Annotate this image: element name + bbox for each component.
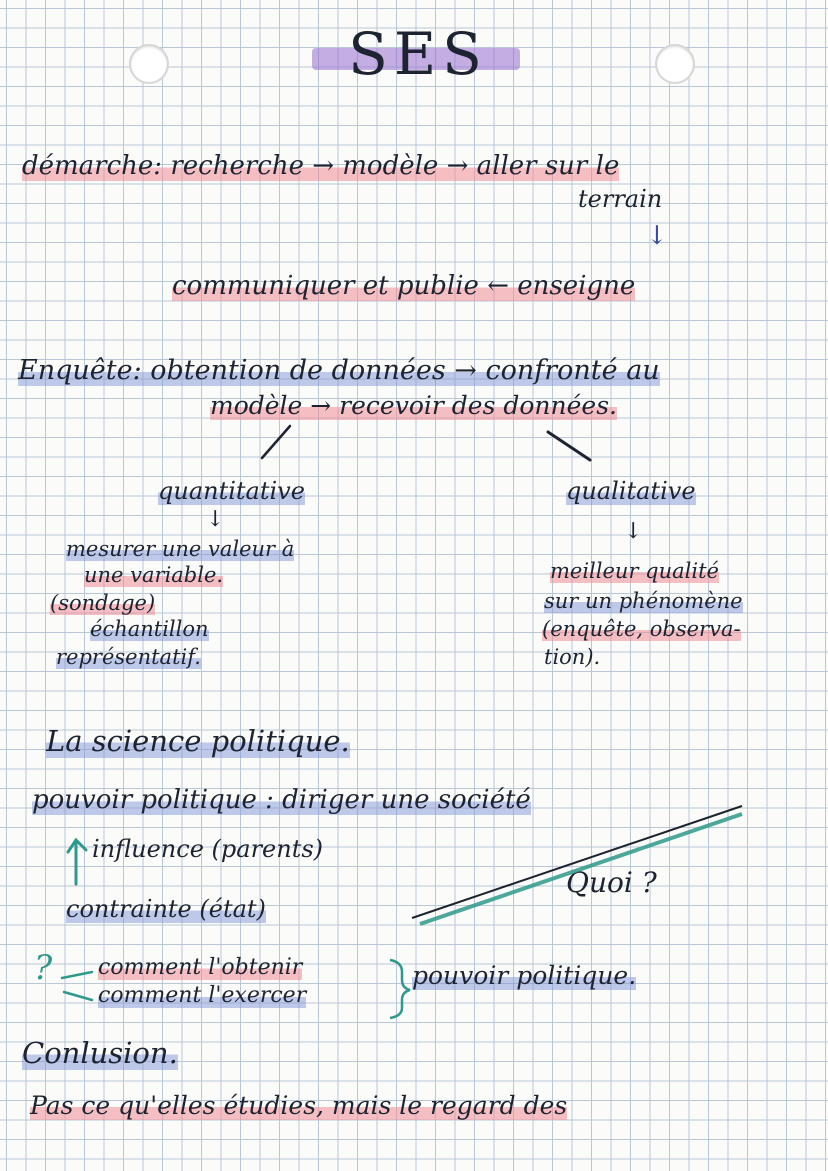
qualitative-arrow: ↓ [624,519,643,544]
punch-hole-right [655,44,695,84]
demarche-arrow-down: ↓ [646,221,668,251]
branch-right-stroke [546,430,592,462]
quoi-label: Quoi ? [566,866,657,899]
comment-obtenir: comment l'obtenir [98,955,303,980]
qualitative-line1: meilleur qualité [550,559,719,583]
demarche-line1: démarche: recherche → modèle → aller sur… [22,151,620,181]
question-mark: ? [34,948,53,988]
quantitative-line1: mesurer une valeur à [66,537,295,561]
enquete-line2: modèle → recevoir des données. [210,391,617,420]
qualitative-heading: qualitative [566,477,696,505]
quantitative-line5: représentatif. [56,645,201,669]
enquete-line1: Enquête: obtention de données → confront… [18,355,660,386]
quantitative-line3: (sondage) [50,591,156,615]
quantitative-line2: une variable. [84,563,224,587]
pouvoir-politique-definition: pouvoir politique : diriger une société [32,785,531,815]
qualitative-line2: sur un phénomène [544,589,743,613]
contrainte-line: contrainte (état) [66,895,266,923]
demarche-line3: communiquer et publie ← enseigne [172,271,636,301]
quantitative-heading: quantitative [158,477,305,505]
pouvoir-politique-2: pouvoir politique. [412,961,637,990]
quantitative-arrow: ↓ [206,507,225,532]
demarche-terrain: terrain [578,185,663,213]
comment-exercer: comment l'exercer [98,983,307,1008]
question-arrows [60,970,94,1002]
title-highlight [312,48,520,70]
curly-brace [389,958,411,1020]
quantitative-line4: échantillon [90,617,209,641]
science-politique-heading: La science politique. [46,724,350,758]
qualitative-line4: tion). [544,645,601,669]
influence-up-arrow [66,837,88,886]
branch-left-stroke [260,424,292,460]
punch-hole-left [129,44,169,84]
diagonal-pen-line [411,805,743,919]
page-title: SES [348,20,488,88]
conclusion-text: Pas ce qu'elles étudies, mais le regard … [30,1091,568,1120]
qualitative-line3: (enquête, observa- [542,617,741,641]
conclusion-heading: Conlusion. [22,1036,178,1070]
influence-line: influence (parents) [92,835,324,863]
